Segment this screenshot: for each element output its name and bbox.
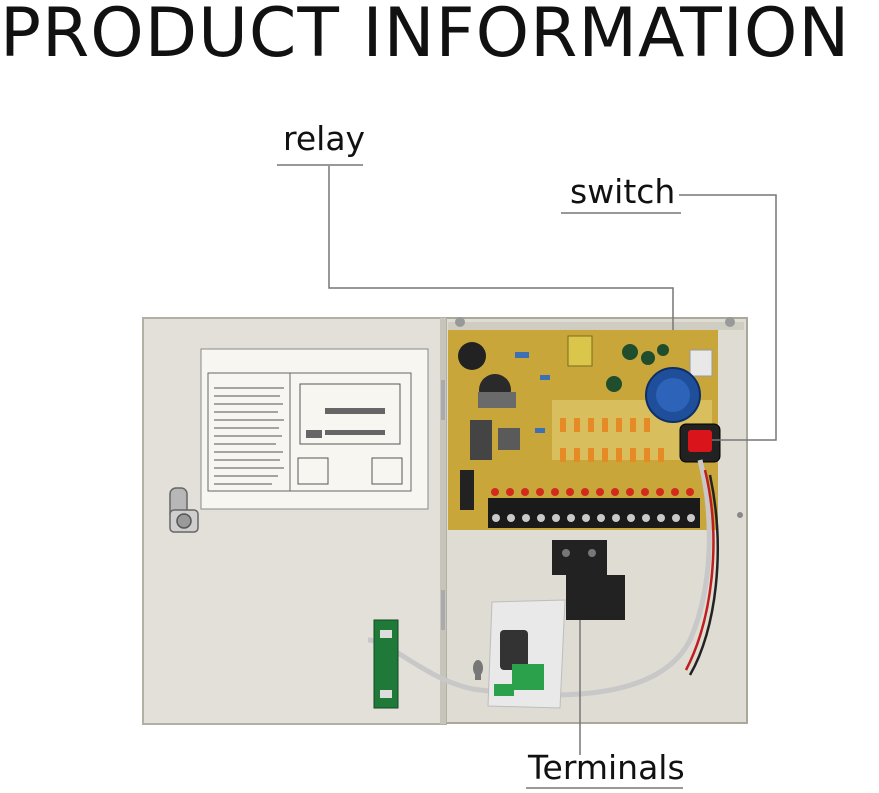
callout-terminals-label: Terminals xyxy=(528,748,685,787)
key-bag xyxy=(487,599,566,709)
terminal-block xyxy=(488,498,700,528)
door-lock xyxy=(169,487,199,533)
callout-switch-label: switch xyxy=(570,172,676,211)
mounting-bracket xyxy=(552,540,625,620)
page-title: PRODUCT INFORMATION xyxy=(0,0,851,73)
callout-leader-lines xyxy=(277,164,777,789)
cable xyxy=(367,459,719,698)
power-switch xyxy=(679,423,721,463)
relay xyxy=(645,367,701,423)
circuit-board xyxy=(448,330,721,530)
callout-relay-label: relay xyxy=(283,119,366,158)
tamper-switch-board xyxy=(373,619,399,709)
instruction-sheet xyxy=(200,348,429,510)
